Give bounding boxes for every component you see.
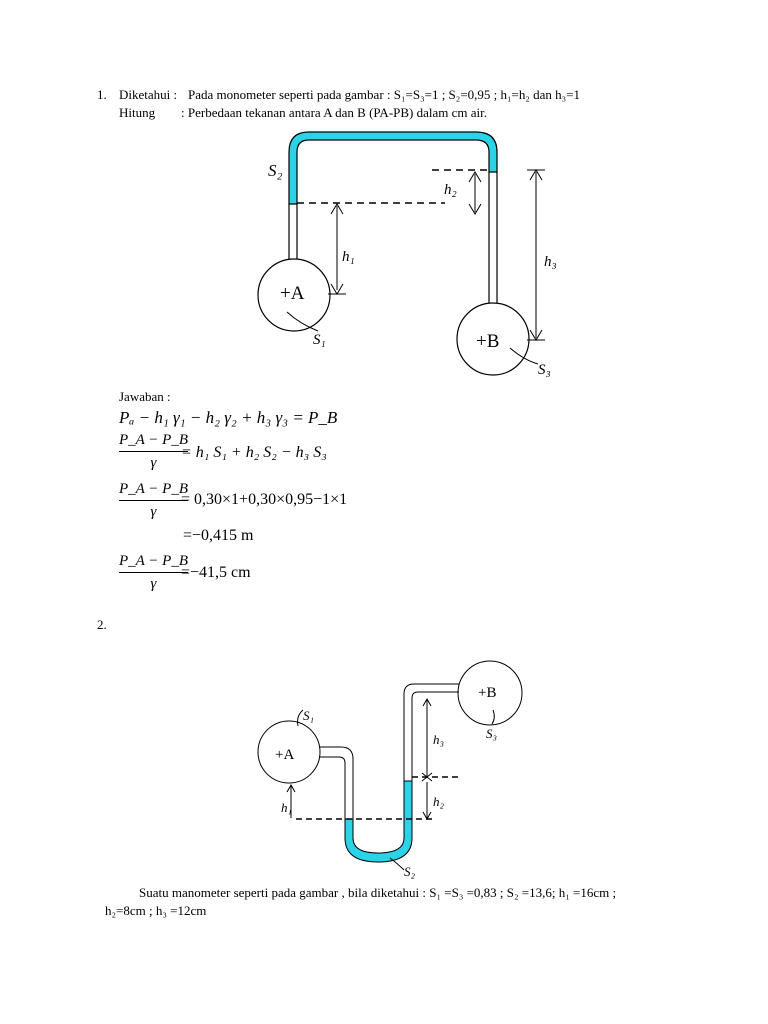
- fraction-5-numerator: P_A − P_B: [119, 553, 189, 569]
- answer-label: Jawaban :: [119, 389, 171, 404]
- equation-4: =−0,415 m: [183, 527, 254, 544]
- fig2-label-h3: h₃: [433, 732, 444, 747]
- bulb-a: [257, 258, 331, 332]
- fluid-s2: [288, 131, 498, 205]
- fig1-label-s2: S₂: [268, 161, 283, 180]
- problem-1-ask-label: Hitung: [119, 105, 156, 120]
- fig1-label-s3: S₃: [538, 362, 551, 378]
- fraction-2-numerator: P_A − P_B: [119, 432, 189, 448]
- manometer-diagram-2: S₁ +A h₁ +B S₃ h₃ h₂ S₂: [257, 660, 523, 879]
- fig2-label-h1: h₁: [281, 800, 292, 815]
- problem-1-number: 1.: [97, 87, 107, 102]
- problem-1-given-text: Pada monometer seperti pada gambar : S₁=…: [188, 87, 581, 102]
- problem-2-text-line-2: h₂=8cm ; h₃ =12cm: [105, 903, 207, 918]
- fig2-label-s1: S₁: [303, 708, 314, 723]
- bulb-b: [456, 302, 530, 376]
- manometer-diagram-1: S₂ h₂ h₁ h₃ +A S₁ +B S₃: [257, 131, 557, 378]
- fig1-label-h3: h₃: [544, 254, 557, 270]
- fraction-2: P_A − P_B γ: [119, 430, 189, 473]
- problem-2-number: 2.: [97, 617, 107, 632]
- fraction-2-denominator: γ: [150, 455, 157, 471]
- fraction-5: P_A − P_B γ: [119, 551, 189, 594]
- fraction-3: P_A − P_B γ: [119, 479, 189, 522]
- equation-3-rhs: = 0,30×1+0,30×0,95−1×1: [181, 491, 348, 508]
- problem-2-text-line-1: Suatu manometer seperti pada gambar , bi…: [139, 885, 617, 900]
- fig1-label-h2: h₂: [444, 182, 457, 198]
- fig2-label-h2: h₂: [433, 794, 445, 809]
- bulb-a-2: [257, 720, 321, 784]
- fraction-3-numerator: P_A − P_B: [119, 481, 189, 497]
- equation-2-rhs: = h₁ S₁ + h₂ S₂ − h₃ S₃: [181, 444, 327, 461]
- fraction-3-denominator: γ: [150, 504, 157, 520]
- fig2-label-s3: S₃: [486, 726, 497, 741]
- fig2-label-s2: S₂: [404, 864, 416, 879]
- fig1-label-a: +A: [280, 283, 305, 304]
- fluid-s2-u: [344, 780, 413, 863]
- fig2-label-a: +A: [275, 747, 294, 763]
- fig1-label-s1: S₁: [313, 332, 326, 348]
- problem-1-given-label: Diketahui :: [119, 87, 178, 102]
- fig2-label-b: +B: [478, 685, 496, 701]
- equation-1: Pₐ − h₁ γ₁ − h₂ γ₂ + h₃ γ₃ = P_B: [119, 408, 338, 427]
- fig1-label-b: +B: [476, 331, 499, 352]
- fraction-5-denominator: γ: [150, 576, 157, 592]
- equation-5-rhs: =−41,5 cm: [181, 564, 251, 581]
- fig1-label-h1: h₁: [342, 249, 355, 265]
- problem-1-ask-text: : Perbedaan tekanan antara A dan B (PA-P…: [181, 105, 488, 120]
- bulb-b-2: [457, 660, 523, 726]
